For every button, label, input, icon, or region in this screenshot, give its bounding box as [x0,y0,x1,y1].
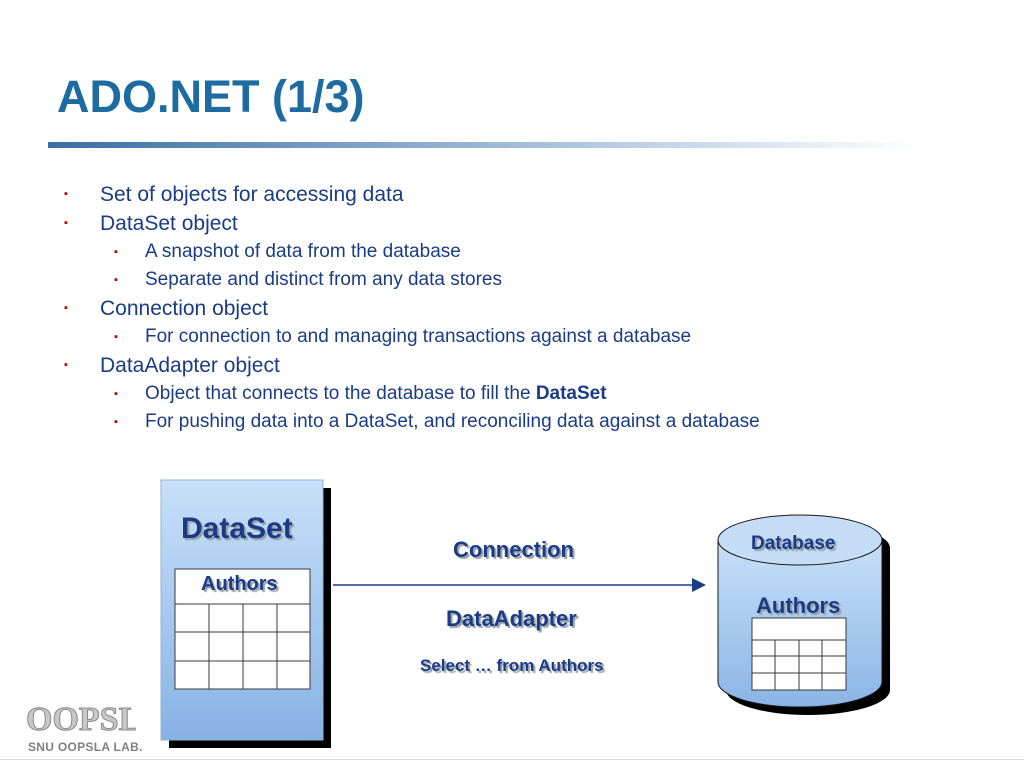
arrow-head-icon [692,578,706,592]
bullet-marker-icon: ▪ [64,188,68,200]
sub-bullet-item: ▪Object that connects to the database to… [60,380,760,408]
database-top [717,514,883,566]
sub-bullet-item: ▪A snapshot of data from the database [60,238,760,266]
slide-title: ADO.NET (1/3) [57,71,365,122]
sub-bullet-item: ▪Separate and distinct from any data sto… [60,266,760,294]
bullet-list: ▪Set of objects for accessing data ▪Data… [60,180,760,436]
bullet-marker-icon: ▪ [114,416,118,428]
bullet-marker-icon: ▪ [114,388,118,400]
bullet-marker-icon: ▪ [114,274,118,286]
bullet-item: ▪DataSet object [60,209,760,238]
connection-label: Connection [453,537,574,562]
dataset-label: DataSet [181,512,293,545]
dataadapter-label: DataAdapter [446,606,577,631]
bullet-item: ▪Connection object [60,294,760,323]
footer-divider [0,759,1024,760]
dataset-authors-table [174,568,311,690]
database-label: Database [751,533,836,554]
sub-bullet-item: ▪For connection to and managing transact… [60,323,760,351]
logo-caption: SNU OOPSLA LAB. [28,740,143,754]
title-underline [48,142,918,148]
query-label: Select … from Authors [420,656,604,675]
sub-bullet-item: ▪For pushing data into a DataSet, and re… [60,408,760,436]
bullet-marker-icon: ▪ [114,246,118,258]
oopsla-logo: OOPSLA [26,701,137,739]
database-table-label: Authors [756,593,841,618]
bullet-item: ▪Set of objects for accessing data [60,180,760,209]
bullet-item: ▪DataAdapter object [60,351,760,380]
bullet-marker-icon: ▪ [64,359,68,371]
bullet-marker-icon: ▪ [64,302,68,314]
dataset-table-label: Authors [201,573,278,595]
database-authors-table [751,617,847,691]
bullet-marker-icon: ▪ [64,217,68,229]
svg-text:OOPSLA: OOPSLA [26,701,136,738]
bullet-marker-icon: ▪ [114,331,118,343]
